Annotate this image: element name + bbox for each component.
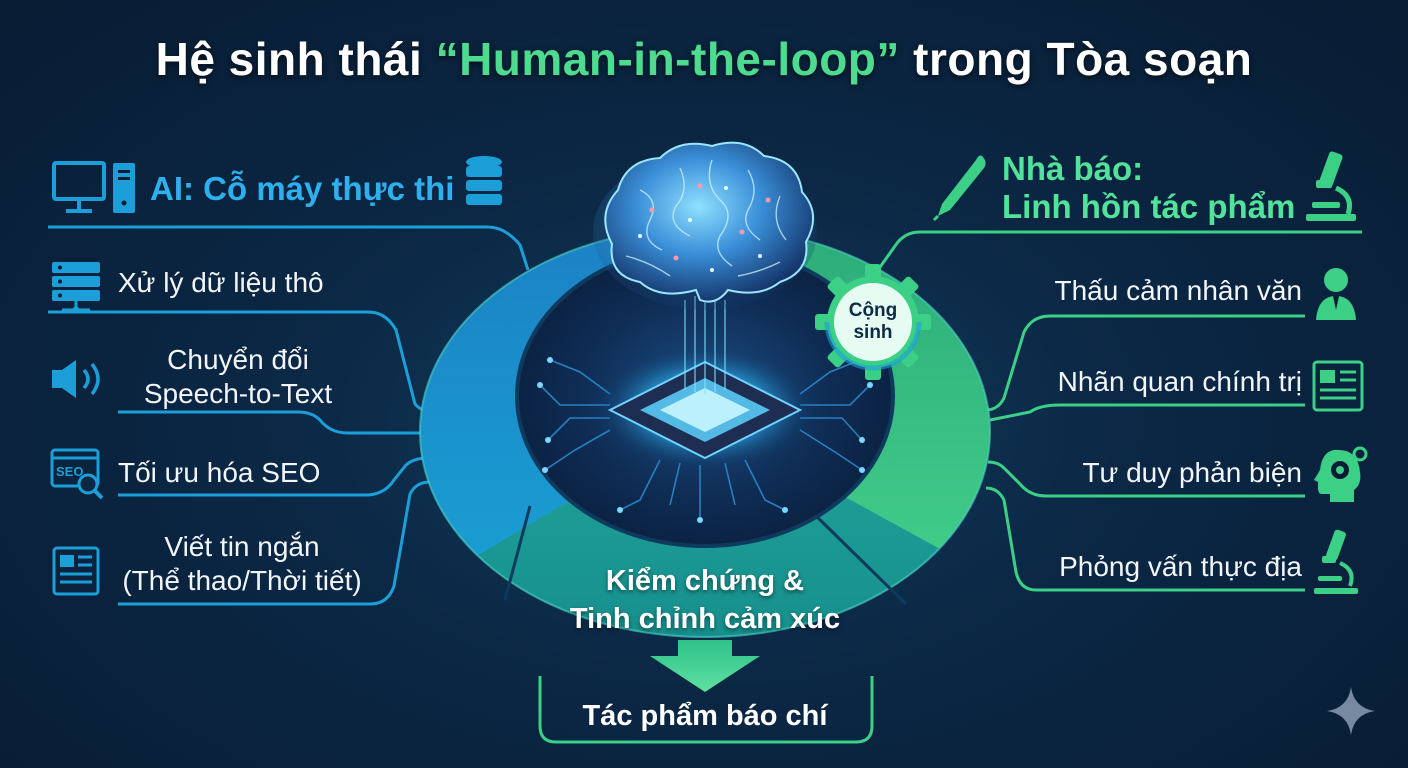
seo-search-icon: SEO [50, 448, 104, 500]
person-icon [1316, 268, 1356, 320]
right-connectors [876, 230, 1362, 592]
title-highlight: “Human-in-the-loop” [435, 33, 900, 85]
left-item-label: Viết tin ngắn [164, 531, 320, 562]
left-item-raw-data: Xử lý dữ liệu thô [118, 266, 324, 300]
title-suffix: trong Tòa soạn [899, 33, 1253, 85]
symbiosis-line1: Cộng [848, 300, 898, 321]
microscope-icon-header [1306, 151, 1356, 221]
page-title: Hệ sinh thái “Human-in-the-loop” trong T… [0, 32, 1408, 86]
speaker-icon [52, 360, 100, 398]
left-item-seo: Tối ưu hóa SEO [118, 456, 320, 490]
output-bracket [538, 676, 874, 744]
left-item-label-line2: (Thể thao/Thời tiết) [122, 565, 362, 596]
seo-icon-label: SEO [56, 464, 83, 479]
sparkle-icon [1327, 687, 1375, 735]
gear-icon [815, 264, 931, 380]
journalist-header: Nhà báo: Linh hồn tác phẩm [1002, 150, 1295, 226]
left-item-short-news: Viết tin ngắn (Thể thao/Thời tiết) [112, 530, 372, 598]
database-icon [466, 156, 502, 205]
left-item-label-line2: Speech-to-Text [143, 378, 333, 409]
output-arrow [650, 640, 760, 692]
journalist-header-line1: Nhà báo: [1002, 150, 1144, 187]
left-item-label: Tối ưu hóa SEO [118, 457, 321, 488]
right-item-political-view: Nhãn quan chính trị [1057, 366, 1302, 397]
left-item-label: Chuyển đổi [167, 344, 309, 375]
title-prefix: Hệ sinh thái [155, 33, 436, 85]
symbiosis-label: Cộng sinh [826, 300, 920, 344]
newspaper-icon-left [52, 546, 100, 596]
right-item-empathy: Thấu cảm nhân văn [1054, 275, 1303, 306]
verification-line2: Tinh chỉnh cảm xúc [569, 603, 841, 635]
inner-circle [515, 244, 895, 548]
newspaper-icon-right [1312, 360, 1364, 412]
server-rack-icon [52, 262, 100, 314]
processor-chip [607, 360, 803, 460]
ai-header: AI: Cỗ máy thực thi [150, 170, 455, 207]
pen-icon [932, 155, 986, 222]
verification-line1: Kiểm chứng & [605, 565, 805, 597]
desktop-tower-icon [113, 163, 135, 213]
microscope-icon [1314, 529, 1358, 594]
left-item-speech-to-text: Chuyển đổi Speech-to-Text [118, 343, 358, 411]
journalism-output-label: Tác phẩm báo chí [582, 700, 828, 732]
brain-icon [593, 141, 817, 310]
verification-label: Kiểm chứng & Tinh chỉnh cảm xúc [530, 562, 880, 638]
symbiosis-line2: sinh [853, 322, 893, 343]
journalist-header-line2: Linh hồn tác phẩm [1002, 188, 1296, 225]
computer-monitor-icon [52, 161, 106, 213]
right-item-critical-thinking: Tư duy phản biện [1082, 457, 1302, 488]
head-gear-icon [1314, 446, 1368, 502]
left-item-label: Xử lý dữ liệu thô [118, 267, 324, 298]
right-item-field-interview: Phỏng vấn thực địa [1059, 551, 1302, 582]
